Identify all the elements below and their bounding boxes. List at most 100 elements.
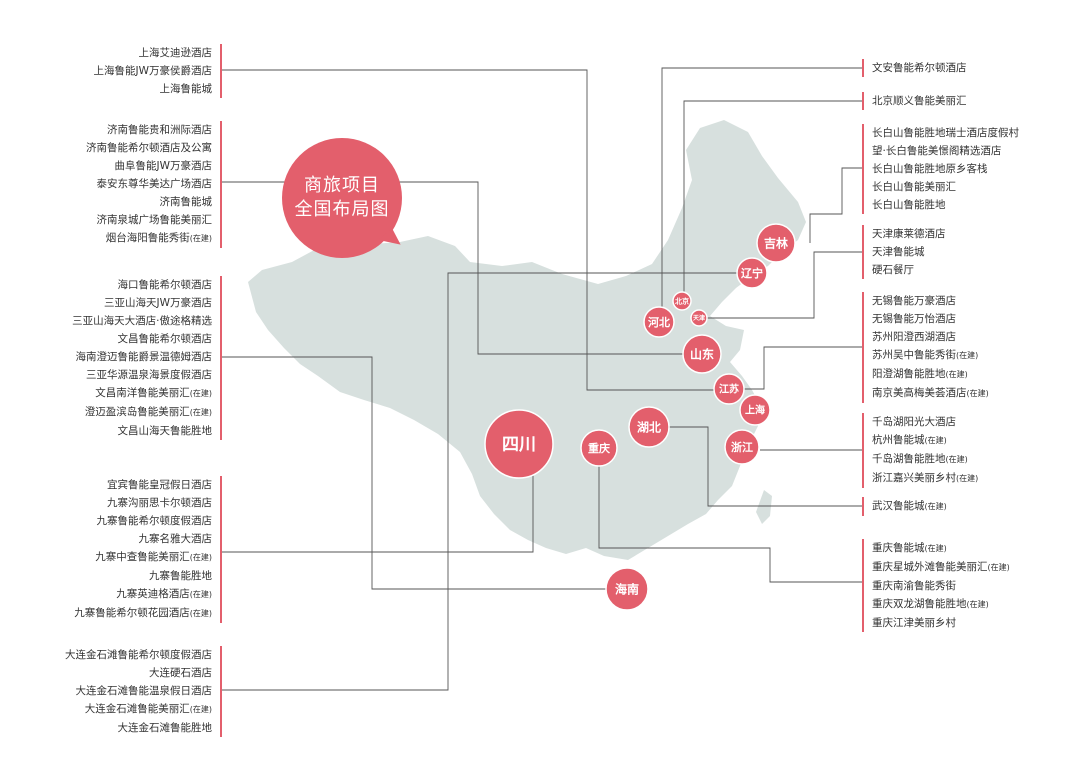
hotel-list-item: 九寨中查鲁能美丽汇(在建)	[74, 548, 222, 567]
hotel-list-item: 长白山鲁能胜地	[862, 196, 1019, 214]
hotel-name: 千岛湖鲁能胜地	[872, 453, 946, 465]
region-bubble: 江苏	[713, 373, 745, 405]
hotel-list-item: 济南鲁能贵和洲际酒店	[86, 121, 222, 139]
right-group-3: 长白山鲁能胜地瑞士酒店度假村望·长白鲁能美憬阁精选酒店长白山鲁能胜地原乡客栈长白…	[862, 124, 1019, 214]
group-bar	[220, 646, 222, 737]
hotel-list-item: 九寨鲁能希尔顿花园酒店(在建)	[74, 604, 222, 623]
hotel-list-item: 重庆双龙湖鲁能胜地(在建)	[862, 595, 1010, 614]
hotel-list-item: 大连金石滩鲁能美丽汇(在建)	[65, 700, 222, 719]
hotel-list-item: 大连金石滩鲁能胜地	[65, 719, 222, 737]
hotel-name: 大连金石滩鲁能美丽汇	[84, 703, 190, 715]
construction-note: (在建)	[189, 590, 212, 599]
region-bubbles: 四川重庆湖北海南山东江苏上海浙江河北北京天津辽宁吉林	[484, 223, 796, 611]
hotel-list-item: 宜宾鲁能皇冠假日酒店	[74, 476, 222, 494]
region-label: 上海	[745, 404, 765, 417]
hotel-list-item: 硬石餐厅	[862, 261, 946, 279]
hotel-name: 三亚山海天大酒店·傲途格精选	[72, 315, 212, 327]
hotel-list-item: 文安鲁能希尔顿酒店	[862, 59, 967, 77]
hotel-name: 天津康莱德酒店	[872, 228, 946, 240]
hotel-list-item: 苏州吴中鲁能秀街(在建)	[862, 346, 989, 365]
connector-line	[598, 458, 862, 583]
region-circle	[713, 373, 745, 405]
hotel-name: 望·长白鲁能美憬阁精选酒店	[872, 145, 1002, 157]
group-bar	[862, 292, 864, 403]
group-bar	[862, 124, 864, 214]
hotel-name: 济南鲁能希尔顿酒店及公寓	[86, 142, 212, 154]
hotel-list-item: 苏州阳澄西湖酒店	[862, 328, 989, 346]
construction-note: (在建)	[924, 502, 947, 511]
region-label: 重庆	[588, 441, 610, 455]
group-bar	[220, 44, 222, 98]
hotel-name: 重庆鲁能城	[872, 542, 925, 554]
hotel-name: 南京美高梅美荟酒店	[872, 387, 967, 399]
hotel-list-item: 千岛湖阳光大酒店	[862, 413, 978, 431]
region-label: 北京	[675, 297, 689, 306]
hotel-list-item: 浙江嘉兴美丽乡村(在建)	[862, 469, 978, 488]
hotel-name: 长白山鲁能胜地瑞士酒店度假村	[872, 127, 1019, 139]
left-group-4: 宜宾鲁能皇冠假日酒店九寨沟丽思卡尔顿酒店九寨鲁能希尔顿度假酒店九寨名雅大酒店九寨…	[74, 476, 222, 623]
hotel-list-item: 济南泉城广场鲁能美丽汇	[86, 211, 222, 229]
hotel-name: 九寨英迪格酒店	[116, 588, 190, 600]
group-bar	[220, 476, 222, 623]
hotel-name: 文昌山海天鲁能胜地	[117, 425, 213, 437]
region-bubble: 重庆	[580, 429, 618, 467]
hotel-list-item: 上海艾迪逊酒店	[94, 44, 222, 62]
construction-note: (在建)	[956, 351, 979, 360]
construction-note: (在建)	[189, 553, 212, 562]
hotel-list-item: 重庆江津美丽乡村	[862, 614, 1010, 632]
group-bar	[862, 59, 864, 77]
hotel-list-item: 天津康莱德酒店	[862, 225, 946, 243]
hotel-list-item: 曲阜鲁能JW万豪酒店	[86, 157, 222, 175]
hotel-list-item: 阳澄湖鲁能胜地(在建)	[862, 365, 989, 384]
hotel-name: 海口鲁能希尔顿酒店	[117, 279, 213, 291]
hotel-name: 无锡鲁能万怡酒店	[872, 313, 956, 325]
hotel-name: 苏州阳澄西湖酒店	[872, 331, 956, 343]
left-group-2: 济南鲁能贵和洲际酒店济南鲁能希尔顿酒店及公寓曲阜鲁能JW万豪酒店泰安东尊华美达广…	[86, 121, 222, 248]
right-group-1: 文安鲁能希尔顿酒店	[862, 59, 967, 77]
hotel-name: 九寨名雅大酒店	[138, 533, 213, 545]
hotel-list-item: 三亚山海天JW万豪酒店	[72, 294, 222, 312]
region-circle	[643, 306, 675, 338]
hotel-list-item: 文昌鲁能希尔顿酒店	[72, 330, 222, 348]
left-group-5: 大连金石滩鲁能希尔顿度假酒店大连硬石酒店大连金石滩鲁能温泉假日酒店大连金石滩鲁能…	[65, 646, 222, 737]
region-circle	[756, 223, 796, 263]
hotel-list-item: 杭州鲁能城(在建)	[862, 431, 978, 450]
group-bar	[862, 92, 864, 110]
construction-note: (在建)	[189, 705, 212, 714]
hotel-list-item: 重庆鲁能城(在建)	[862, 539, 1010, 558]
hotel-list-item: 长白山鲁能胜地原乡客栈	[862, 160, 1019, 178]
hotel-name: 曲阜鲁能JW万豪酒店	[114, 160, 212, 172]
hotel-list-item: 大连硬石酒店	[65, 664, 222, 682]
connector-line	[222, 444, 534, 553]
hotel-name: 上海鲁能城	[159, 83, 213, 95]
region-label: 浙江	[731, 440, 753, 454]
region-label: 海南	[615, 581, 639, 596]
construction-note: (在建)	[945, 455, 968, 464]
construction-note: (在建)	[956, 474, 979, 483]
region-circle	[682, 334, 722, 374]
connector-line	[222, 272, 752, 691]
region-label: 天津	[693, 314, 705, 322]
hotel-name: 海南澄迈鲁能爵景温德姆酒店	[75, 351, 213, 363]
hotel-list-item: 济南鲁能城	[86, 193, 222, 211]
hotel-list-item: 上海鲁能JW万豪侯爵酒店	[94, 62, 222, 80]
hotel-list-item: 烟台海阳鲁能秀街(在建)	[86, 229, 222, 248]
hotel-list-item: 无锡鲁能万豪酒店	[862, 292, 989, 310]
hotel-list-item: 海口鲁能希尔顿酒店	[72, 276, 222, 294]
right-group-7: 武汉鲁能城(在建)	[862, 497, 947, 516]
china-landmass	[248, 120, 806, 560]
hotel-name: 济南鲁能贵和洲际酒店	[107, 124, 212, 136]
region-label: 辽宁	[741, 266, 763, 280]
hotel-name: 九寨中查鲁能美丽汇	[95, 551, 190, 563]
region-bubble: 湖北	[628, 406, 670, 448]
connector-line	[222, 356, 627, 590]
region-label: 湖北	[637, 419, 661, 434]
taiwan-island	[756, 490, 772, 524]
hotel-name: 长白山鲁能胜地	[872, 199, 946, 211]
hotel-list-item: 海南澄迈鲁能爵景温德姆酒店	[72, 348, 222, 366]
region-circle	[736, 257, 768, 289]
hotel-name: 大连硬石酒店	[149, 667, 212, 679]
construction-note: (在建)	[924, 544, 947, 553]
hotel-name: 文昌鲁能希尔顿酒店	[117, 333, 213, 345]
